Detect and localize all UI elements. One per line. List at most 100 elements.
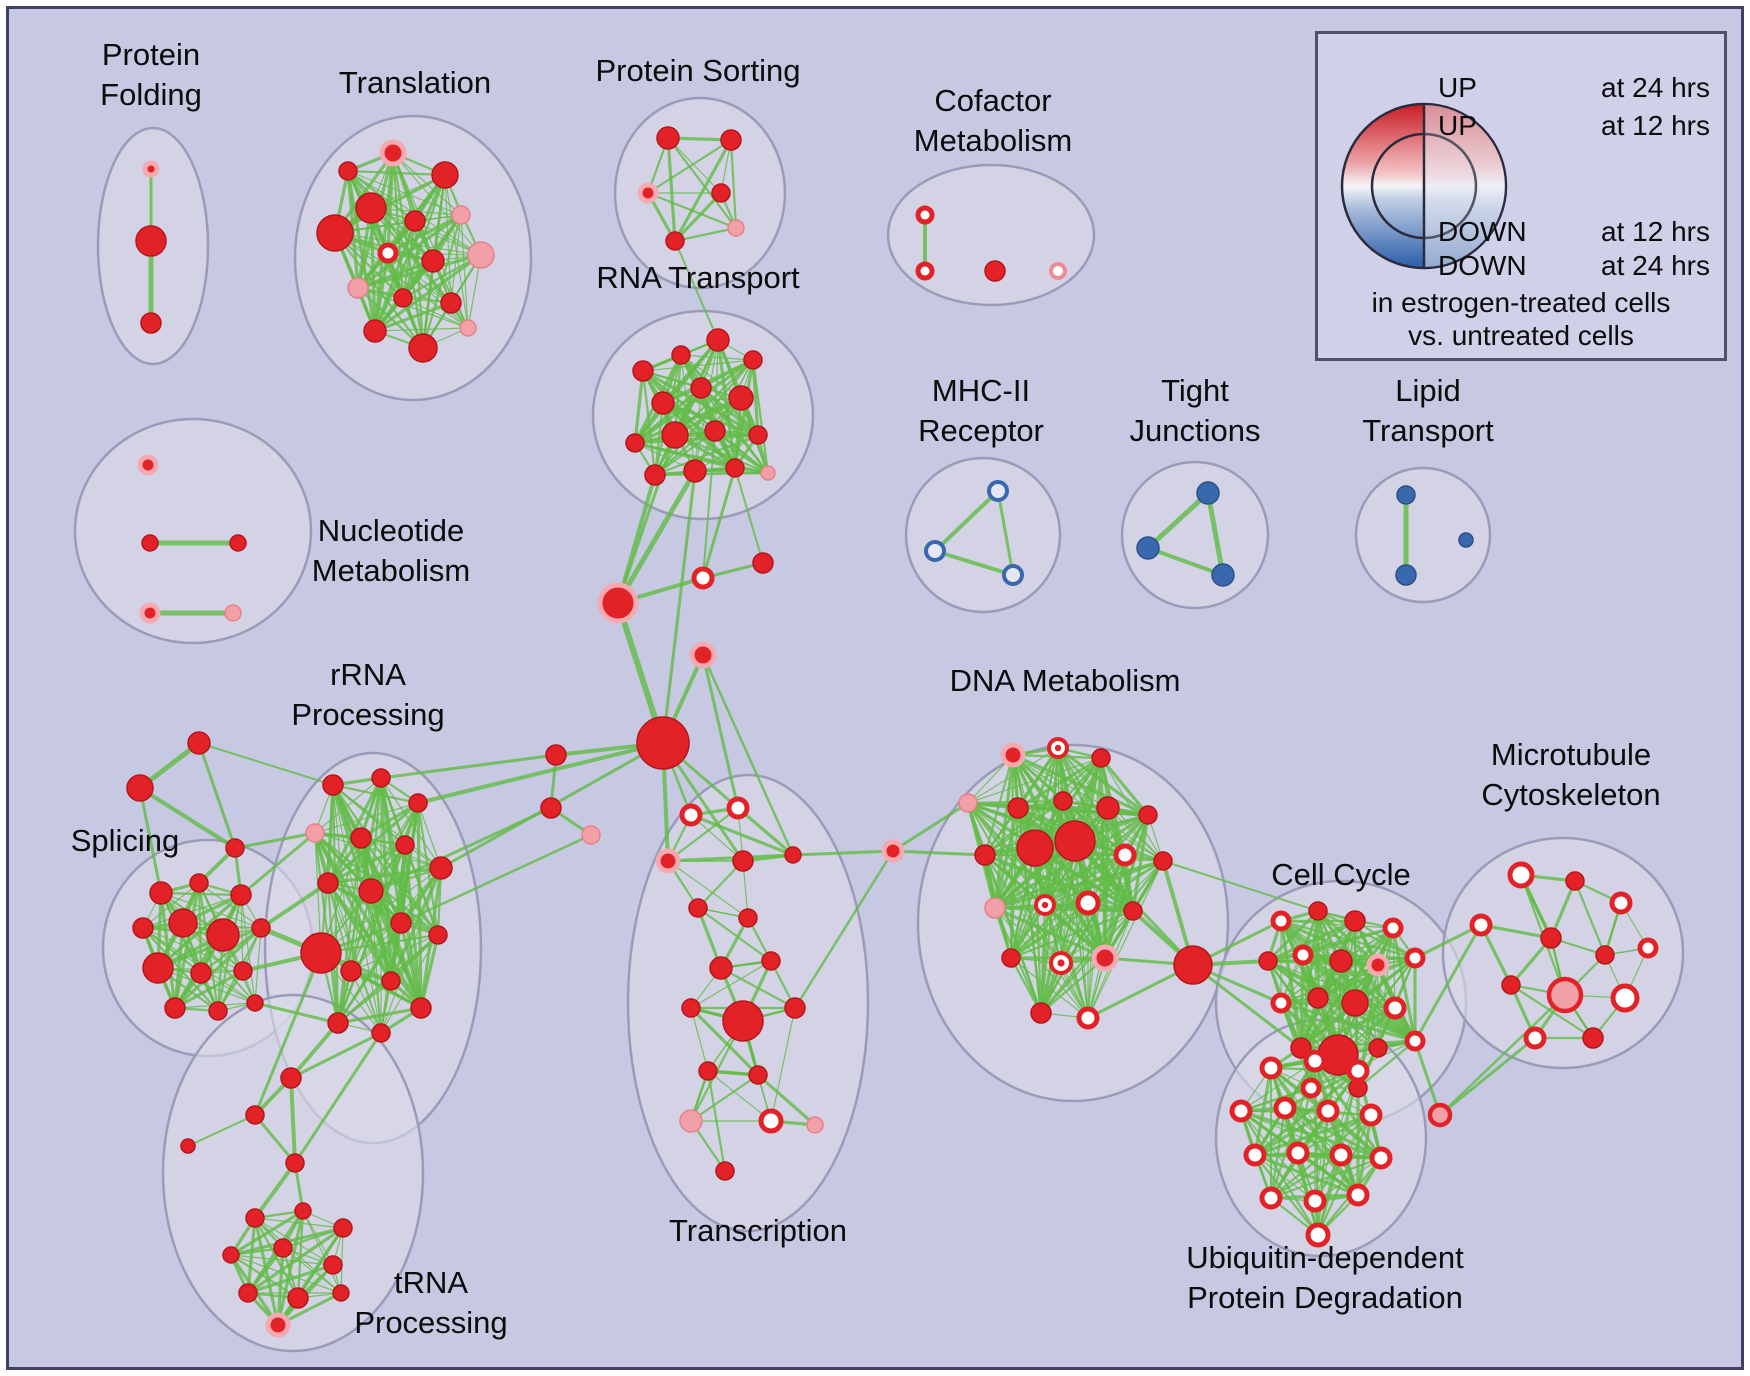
network-edge (1439, 1036, 1536, 1117)
gene-node-s (285, 1153, 305, 1173)
network-edge (1044, 854, 1126, 906)
gene-node-r (1303, 1189, 1327, 1213)
cluster-label-transcription: Transcription (669, 1213, 847, 1248)
network-edge (770, 1007, 796, 1122)
network-edge (694, 434, 759, 472)
gene-node-s (1595, 945, 1615, 965)
legend-direction: UP (1438, 72, 1477, 103)
network-edge (736, 806, 795, 857)
gene-node-s (644, 464, 666, 486)
gene-node-br (987, 480, 1009, 502)
gene-node-s (1501, 975, 1521, 995)
gene-node-s (208, 1001, 228, 1021)
gene-node-s (683, 459, 707, 483)
legend-row-up-12: UP at 12 hrs (1438, 110, 1710, 142)
gene-node-s (1368, 1038, 1388, 1058)
gene-node-s (206, 918, 240, 952)
cluster-label-translation: Translation (339, 65, 491, 100)
network-edge (1266, 909, 1320, 963)
network-edge (707, 1070, 772, 1122)
network-edge (654, 433, 759, 477)
cluster-label-cell-cycle: Cell Cycle (1271, 857, 1411, 892)
gene-node-p (581, 825, 601, 845)
cluster-label-protein-folding: Protein (102, 37, 200, 72)
gene-node-s (189, 873, 209, 893)
network-edge (697, 907, 772, 962)
gene-node-s (704, 420, 726, 442)
cluster-label-trna-processing: tRNA (394, 1265, 468, 1300)
network-edge (1326, 1109, 1383, 1160)
gene-node-p (679, 1109, 703, 1133)
gene-node-s (1307, 987, 1329, 1009)
network-edge (1017, 806, 1149, 817)
network-edge (984, 800, 1064, 856)
gene-node-s (381, 971, 401, 991)
network-edge (302, 1210, 342, 1294)
network-edge (1034, 847, 1164, 862)
network-edge (1254, 1154, 1316, 1202)
cluster-label-microtubule-cytoskeleton: Microtubule (1491, 737, 1651, 772)
gene-node-b (1395, 564, 1417, 586)
network-edge (314, 832, 382, 1034)
gene-node-s (1096, 796, 1120, 820)
network-edge (1413, 924, 1483, 1042)
network-edge (314, 802, 419, 834)
gene-node-s (141, 534, 159, 552)
gene-node-s (1123, 901, 1143, 921)
gene-node-s (636, 716, 690, 770)
network-edge (401, 174, 447, 299)
network-edge (1017, 756, 1102, 810)
gene-node-r (1286, 1141, 1310, 1165)
network-edge (1270, 1156, 1382, 1200)
gene-node-r (1259, 1056, 1283, 1080)
network-edge (293, 1032, 383, 1164)
network-edge (240, 894, 244, 972)
gene-node-r (1270, 992, 1292, 1014)
network-edge (380, 753, 557, 780)
gene-node-s (363, 319, 387, 343)
network-edge (756, 1073, 817, 1127)
network-edge (142, 882, 200, 929)
network-edge (392, 152, 482, 256)
gene-node-s (1138, 805, 1158, 825)
network-edge (967, 757, 1102, 804)
gene-node-s (1053, 791, 1073, 811)
gene-node-s (728, 385, 754, 411)
network-edge (450, 214, 462, 304)
network-edge (334, 173, 446, 235)
network-edge (1010, 902, 1089, 959)
cluster-label-microtubule-cytoskeleton: Cytoskeleton (1481, 777, 1660, 812)
gene-node-s (225, 838, 245, 858)
network-edge (673, 191, 723, 243)
network-edge (666, 137, 677, 242)
network-edge (289, 1077, 297, 1164)
gene-node-r (726, 796, 750, 820)
network-edge (1044, 859, 1164, 907)
cluster-label-rrna-processing: rRNA (330, 657, 406, 692)
network-edge (360, 801, 419, 840)
gene-node-s (393, 288, 413, 308)
gene-node-s (287, 1287, 309, 1309)
gene-node-r (1523, 1026, 1547, 1050)
network-edge (327, 866, 442, 885)
network-edge (1107, 807, 1164, 862)
gene-node-s (709, 956, 733, 980)
gene-node-s (428, 925, 448, 945)
gene-node-r (1346, 1059, 1370, 1083)
gene-node-s (222, 1246, 240, 1264)
gene-node-s (229, 534, 247, 552)
gene-node-p (224, 604, 242, 622)
network-edge (290, 1031, 382, 1080)
network-edge (173, 882, 201, 1009)
network-edge (340, 1227, 344, 1294)
network-edge (350, 969, 422, 1010)
gene-node-s (300, 932, 342, 974)
legend-time: at 12 hrs (1601, 110, 1710, 141)
gene-node-r (1382, 917, 1404, 939)
legend-direction: DOWN (1438, 216, 1527, 247)
network-edge (984, 806, 1109, 857)
cluster-label-rna-transport: RNA Transport (596, 260, 800, 295)
network-edge (230, 1254, 299, 1299)
cluster-label-nucleotide-metabolism: Metabolism (312, 553, 471, 588)
network-edge (142, 927, 202, 974)
